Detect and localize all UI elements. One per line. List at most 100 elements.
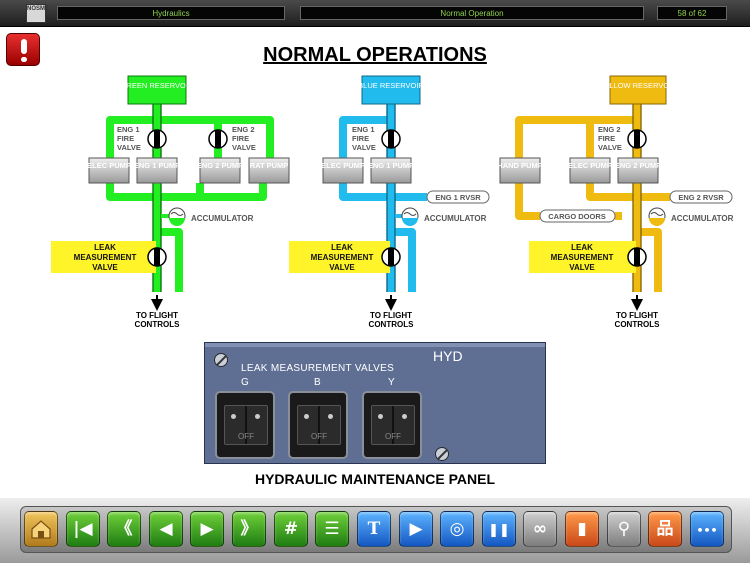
blue-accumulator (395, 207, 419, 226)
movie-button[interactable]: ▶ (399, 511, 433, 547)
green-accumulator (161, 207, 186, 226)
svg-text:ENG 1 PUMP: ENG 1 PUMP (368, 161, 414, 170)
nosms-logo[interactable]: NOSMS (26, 4, 50, 23)
exclamation-icon (21, 39, 27, 54)
green-reservoir-label: GREEN RESERVOIR (121, 81, 194, 90)
fast-forward-button[interactable]: 》 (232, 511, 266, 547)
compass-button[interactable]: ◎ (440, 511, 474, 547)
hash-icon: # (283, 519, 299, 539)
film-icon: ▶ (409, 519, 423, 539)
svg-text:CARGO DOORS: CARGO DOORS (548, 212, 606, 221)
pause-icon: ❚❚ (488, 523, 510, 538)
hydraulic-maintenance-panel: HYD LEAK MEASUREMENT VALVES G B Y OFF OF… (204, 342, 546, 464)
page-counter: 58 of 62 (657, 6, 727, 20)
blue-reservoir-label: BLUE RESERVOIR (358, 81, 424, 90)
go-to-page-button[interactable]: # (274, 511, 308, 547)
blue-accumulator-label: ACCUMULATOR (424, 214, 487, 223)
panel-caption: HYDRAULIC MAINTENANCE PANEL (254, 471, 496, 487)
green-leak-valve (147, 247, 167, 267)
list-icon: ☰ (324, 519, 340, 539)
previous-icon: ◀ (159, 519, 173, 539)
green-pump-rat: RAT PUMP (248, 157, 290, 184)
yellow-accumulator (648, 207, 666, 226)
green-pump-eng1: ENG 1 PUMP (134, 157, 180, 184)
leak-valve-switch-b[interactable]: OFF (288, 391, 348, 459)
green-fire-valve-2 (208, 129, 228, 149)
text-icon: T (367, 519, 381, 539)
leak-valve-switch-y[interactable]: OFF (362, 391, 422, 459)
previous-page-button[interactable]: ◀ (149, 511, 183, 547)
yellow-cargo-doors: CARGO DOORS (539, 209, 616, 223)
logo-text: NOSMS (27, 6, 50, 12)
next-icon: ▶ (200, 519, 214, 539)
site-map-button[interactable]: 品 (648, 511, 682, 547)
yellow-pump-hand: HAND PUMP (497, 157, 543, 184)
green-pump-eng2: ENG 2 PUMP (197, 157, 243, 184)
book-button[interactable]: ▮ (565, 511, 599, 547)
panel-hyd-label: HYD (433, 348, 463, 364)
fast-forward-icon: 》 (240, 519, 258, 539)
home-icon (31, 520, 51, 539)
svg-text:ENG 2 PUMP: ENG 2 PUMP (197, 161, 243, 170)
first-page-button[interactable]: |◀ (66, 511, 100, 547)
green-pump-elec: ELEC PUMP (87, 157, 131, 184)
blue-fire-valve (381, 129, 401, 149)
yellow-fire-valve (627, 129, 647, 149)
top-bar: NOSMS Hydraulics Normal Operation 58 of … (0, 0, 750, 27)
yellow-pump-elec: ELEC PUMP (568, 157, 612, 184)
leak-valve-switch-g[interactable]: OFF (215, 391, 275, 459)
rewind-icon: 《 (115, 519, 133, 539)
svg-text:HAND PUMP: HAND PUMP (497, 161, 542, 170)
svg-text:RAT PUMP: RAT PUMP (250, 161, 289, 170)
yellow-accumulator-label: ACCUMULATOR (671, 214, 734, 223)
svg-text:ENG 2 PUMP: ENG 2 PUMP (615, 161, 661, 170)
contents-button[interactable]: ☰ (315, 511, 349, 547)
panel-leak-label: LEAK MEASUREMENT VALVES (241, 363, 395, 374)
book-icon: ▮ (577, 519, 587, 539)
search-button[interactable]: ⚲ (607, 511, 641, 547)
compass-icon: ◎ (449, 519, 465, 539)
screw-icon (214, 353, 228, 367)
screw-icon (435, 447, 449, 461)
yellow-reservoir-label: YELLOW RESERVOIR (599, 81, 677, 90)
next-page-button[interactable]: ▶ (190, 511, 224, 547)
rewind-button[interactable]: 《 (107, 511, 141, 547)
svg-text:ELEC PUMP: ELEC PUMP (568, 161, 612, 170)
search-icon: ⚲ (617, 519, 631, 539)
page-title: NORMAL OPERATIONS (263, 44, 487, 66)
more-icon: ••• (696, 524, 718, 537)
svg-text:ELEC PUMP: ELEC PUMP (321, 161, 365, 170)
green-fire-valve-1 (147, 129, 167, 149)
pause-button[interactable]: ❚❚ (482, 511, 516, 547)
alert-button[interactable] (6, 33, 40, 66)
mode-title: Normal Operation (300, 6, 644, 20)
green-accumulator-label: ACCUMULATOR (191, 214, 254, 223)
switch-label-y: Y (388, 377, 395, 388)
home-button[interactable] (24, 511, 58, 547)
link-button[interactable]: ∞ (523, 511, 557, 547)
yellow-pump-eng2: ENG 2 PUMP (615, 157, 661, 184)
svg-text:ENG 1 RVSR: ENG 1 RVSR (435, 193, 481, 202)
blue-rvsr: ENG 1 RVSR (426, 190, 490, 204)
svg-text:ENG 2 RVSR: ENG 2 RVSR (678, 193, 724, 202)
blue-leak-valve (381, 247, 401, 267)
text-button[interactable]: T (357, 511, 391, 547)
more-button[interactable]: ••• (690, 511, 724, 547)
section-title: Hydraulics (57, 6, 285, 20)
blue-pump-elec: ELEC PUMP (321, 157, 365, 184)
yellow-leak-valve (627, 247, 647, 267)
svg-text:ENG 1 PUMP: ENG 1 PUMP (134, 161, 180, 170)
